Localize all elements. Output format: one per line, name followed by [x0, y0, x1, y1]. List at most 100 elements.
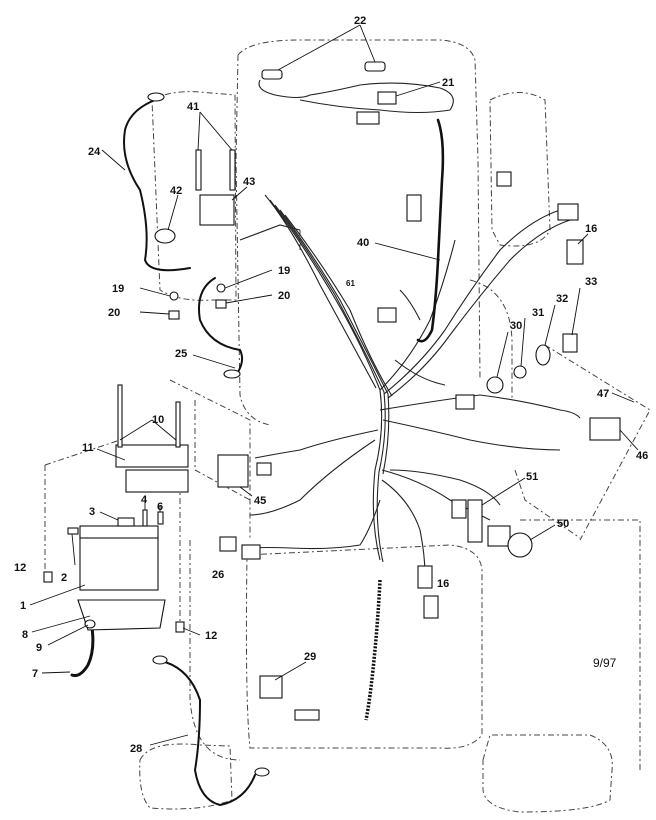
cable-28-terminal-bottom: [254, 767, 270, 777]
connector-45-b: [256, 462, 272, 476]
battery-1: [79, 534, 159, 591]
callout-12-right: 12: [205, 630, 217, 642]
switch-50-body: [487, 525, 511, 547]
callout-21: 21: [442, 77, 454, 89]
callout-2: 2: [61, 572, 67, 584]
rod-10-left: [117, 384, 123, 448]
battery-top: [79, 525, 159, 539]
nut-20-right: [215, 299, 227, 309]
connector-mid-a: [451, 499, 467, 519]
switch-29: [259, 675, 283, 699]
callout-30: 30: [510, 320, 522, 332]
solenoid-42: [154, 228, 176, 244]
callout-40: 40: [357, 237, 369, 249]
connector-16-bottom-b: [423, 595, 439, 619]
connector-harness-d: [557, 203, 579, 221]
bolt-2: [67, 527, 79, 535]
clamp-9: [84, 619, 96, 629]
fuse-block-45: [217, 454, 249, 488]
parts: [43, 61, 621, 721]
callout-61: 61: [346, 279, 355, 288]
callout-43: 43: [243, 176, 255, 188]
callout-25: 25: [175, 348, 187, 360]
connector-22-right: [364, 61, 386, 72]
connector-harness-b: [406, 194, 422, 222]
callout-47: 47: [597, 388, 609, 400]
callout-41: 41: [187, 101, 199, 113]
date-code: 9/97: [593, 656, 617, 670]
cable-28-terminal-top: [152, 655, 168, 665]
callout-10: 10: [152, 414, 164, 426]
callout-16-bottom: 16: [437, 578, 449, 590]
callout-22: 22: [354, 15, 366, 27]
callout-29: 29: [304, 651, 316, 663]
connector-21: [377, 91, 397, 105]
callout-16-top: 16: [585, 223, 597, 235]
callout-labels: 22 21 24 41 42 43 40 16 19 19 20 20 61 3…: [14, 15, 648, 755]
cable-24-terminal: [147, 92, 165, 102]
nut-6: [157, 511, 164, 525]
callout-33: 33: [585, 276, 597, 288]
cable-25: [198, 277, 244, 373]
coiled-wire-40: [416, 118, 445, 343]
cable-7: [70, 626, 95, 677]
connector-29-b: [294, 709, 320, 721]
connector-16-bottom-a: [417, 565, 433, 589]
washer-19-left: [169, 291, 179, 301]
callout-42: 42: [170, 185, 182, 197]
callout-31: 31: [532, 307, 544, 319]
terminal-41-a: [195, 149, 202, 191]
solenoid-43: [199, 194, 235, 226]
nut-31: [513, 365, 527, 379]
connector-26-b: [241, 544, 261, 560]
callout-3: 3: [89, 506, 95, 518]
terminal-41-b: [229, 149, 236, 191]
callout-12-left: 12: [14, 562, 26, 574]
callout-32: 32: [556, 293, 568, 305]
battery-hold-down-11: [115, 444, 189, 468]
callout-28: 28: [130, 743, 142, 755]
callout-9: 9: [36, 642, 42, 654]
connector-16-top: [566, 239, 584, 265]
nut-20-left: [168, 310, 180, 320]
washer-19-right: [216, 283, 226, 293]
callout-4: 4: [141, 494, 148, 506]
clip-26: [219, 536, 237, 552]
main-harness: [239, 79, 581, 576]
callout-50: 50: [557, 518, 569, 530]
cable-28: [164, 661, 256, 807]
callout-20-left: 20: [108, 307, 120, 319]
callout-19-right: 19: [278, 265, 290, 277]
callout-20-right: 20: [278, 290, 290, 302]
bezel-32: [535, 344, 551, 366]
callout-45: 45: [254, 495, 266, 507]
battery-hold-down-11b: [125, 469, 189, 493]
switch-50-knob: [507, 532, 533, 558]
callout-1: 1: [20, 600, 26, 612]
callout-24: 24: [88, 146, 101, 158]
bracket-51: [467, 499, 483, 543]
leader-lines: [29, 24, 639, 746]
frame-outline: [44, 39, 651, 813]
terminal-3: [117, 517, 135, 527]
callout-51: 51: [526, 471, 538, 483]
key-33: [562, 333, 578, 353]
callout-26: 26: [212, 569, 224, 581]
callout-8: 8: [22, 629, 28, 641]
callout-7: 7: [32, 668, 38, 680]
cable-25-terminal: [223, 369, 241, 379]
relay-61: [377, 307, 397, 323]
rod-10-right: [175, 401, 181, 448]
battery-cable-24: [123, 99, 191, 272]
lamp-46: [589, 417, 621, 441]
bolt-4: [142, 509, 148, 527]
connector-22-left: [261, 69, 283, 80]
nut-12-left: [43, 571, 53, 583]
callout-11: 11: [82, 442, 94, 454]
connector-harness-c: [496, 171, 512, 187]
callout-6: 6: [157, 501, 163, 513]
connector-harness-a: [356, 111, 380, 125]
coiled-wire-bottom: [364, 579, 382, 721]
connector-right-a: [455, 394, 475, 410]
